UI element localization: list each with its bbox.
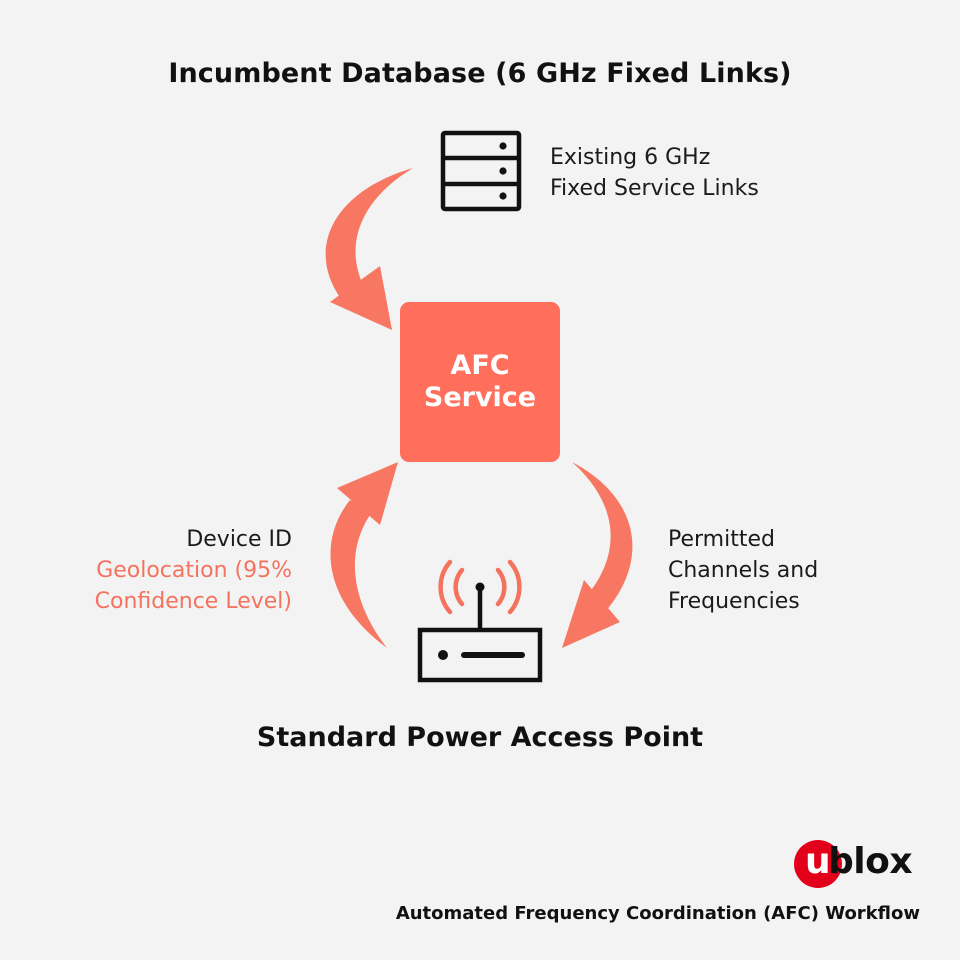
server-icon xyxy=(440,130,522,212)
logo-u: u xyxy=(805,841,831,882)
logo-text: blox xyxy=(828,841,913,882)
database-label-line2: Fixed Service Links xyxy=(550,176,759,201)
device-request-label: Device ID Geolocation (95% Confidence Le… xyxy=(50,524,292,617)
access-point-title: Standard Power Access Point xyxy=(256,722,704,753)
arrow-afc-to-access-point xyxy=(562,462,633,648)
permitted-line3: Frequencies xyxy=(668,589,800,614)
ublox-logo: u blox xyxy=(794,838,934,890)
device-id-text: Device ID xyxy=(186,527,292,552)
router-icon xyxy=(417,559,543,683)
afc-box-line2: Service xyxy=(423,382,537,413)
permitted-line2: Channels and xyxy=(668,558,819,583)
logo-circle xyxy=(794,840,842,888)
afc-box-line1: AFC xyxy=(450,350,510,381)
permitted-line1: Permitted xyxy=(668,527,775,552)
database-label: Existing 6 GHz Fixed Service Links xyxy=(550,142,870,204)
geolocation-text-line1: Geolocation (95% xyxy=(96,558,292,583)
database-label-line1: Existing 6 GHz xyxy=(550,145,711,170)
arrow-database-to-afc xyxy=(325,168,413,330)
afc-service-box: AFC Service xyxy=(400,302,560,462)
arrow-access-point-to-afc xyxy=(330,462,398,648)
permitted-channels-label: Permitted Channels and Frequencies xyxy=(668,524,928,617)
database-title: Incumbent Database (6 GHz Fixed Links) xyxy=(168,58,792,89)
geolocation-text-line2: Confidence Level) xyxy=(94,589,292,614)
footer-caption: Automated Frequency Coordination (AFC) W… xyxy=(395,903,920,924)
